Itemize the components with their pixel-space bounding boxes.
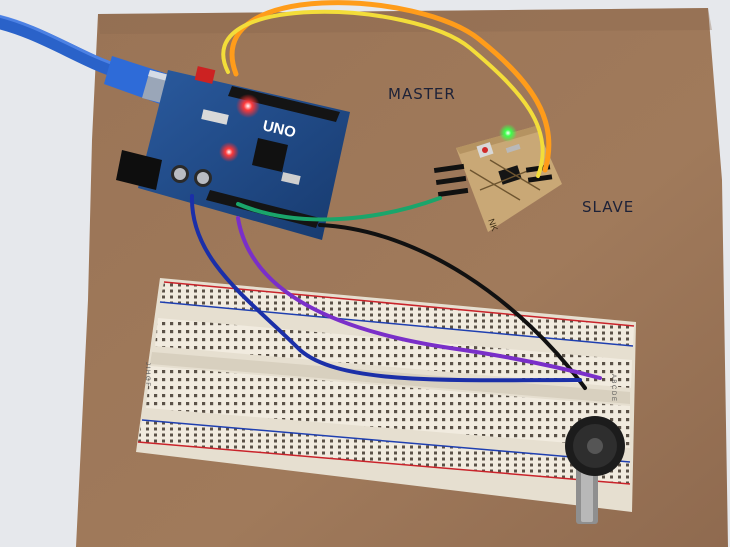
black-wire (318, 223, 587, 390)
red-led-icon-2 (219, 142, 239, 162)
slave-pcb: NK (433, 124, 562, 232)
slave-label: SLAVE (582, 198, 634, 216)
red-led-icon (236, 94, 260, 118)
green-wire (236, 196, 442, 222)
pcb-mark: NK (486, 217, 500, 232)
potentiometer (565, 416, 625, 524)
blue-wire (189, 194, 582, 383)
row-letters-right: A B C D E (610, 374, 616, 401)
yellow-wire (221, 9, 545, 178)
green-led-icon (499, 124, 517, 142)
purple-wire (236, 216, 602, 380)
jumper-wires (189, 0, 602, 390)
row-letters-left: J I H G F (144, 362, 150, 386)
breadboard: J I H G F A B C D E (136, 278, 636, 512)
master-label: MASTER (388, 85, 456, 103)
